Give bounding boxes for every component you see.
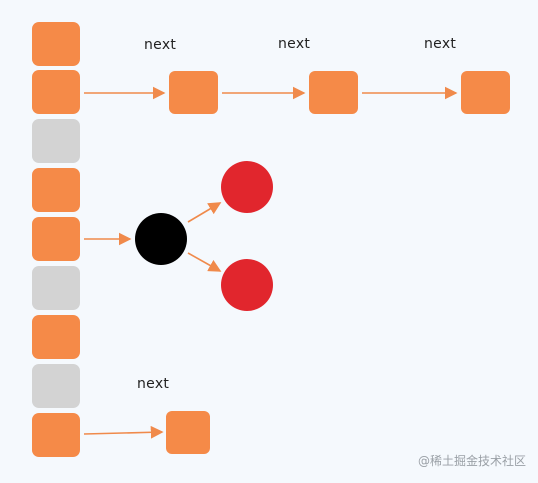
bucket-9 — [32, 413, 80, 457]
tree-child-node-bottom — [221, 259, 273, 311]
list-node-1 — [169, 71, 218, 114]
list-node-3 — [461, 71, 510, 114]
bucket-7 — [32, 315, 80, 359]
next-label-4: next — [137, 376, 170, 392]
next-label-3: next — [424, 36, 457, 52]
next-label-2: next — [278, 36, 311, 52]
list-node-2 — [309, 71, 358, 114]
bucket-1 — [32, 22, 80, 66]
bucket-5 — [32, 217, 80, 261]
bucket-3 — [32, 119, 80, 163]
tree-root-node — [135, 213, 187, 265]
bucket-2 — [32, 70, 80, 114]
bucket-6 — [32, 266, 80, 310]
arrow-bucket-to-node-4 — [83, 425, 164, 439]
next-label-1: next — [144, 37, 177, 53]
arrow-root-to-child-bottom — [187, 252, 222, 272]
bucket-4 — [32, 168, 80, 212]
watermark: @稀土掘金技术社区 — [417, 454, 526, 468]
bucket-8 — [32, 364, 80, 408]
tree-child-node-top — [221, 161, 273, 213]
list-node-4 — [166, 411, 210, 454]
arrow-root-to-child-top — [187, 202, 222, 223]
